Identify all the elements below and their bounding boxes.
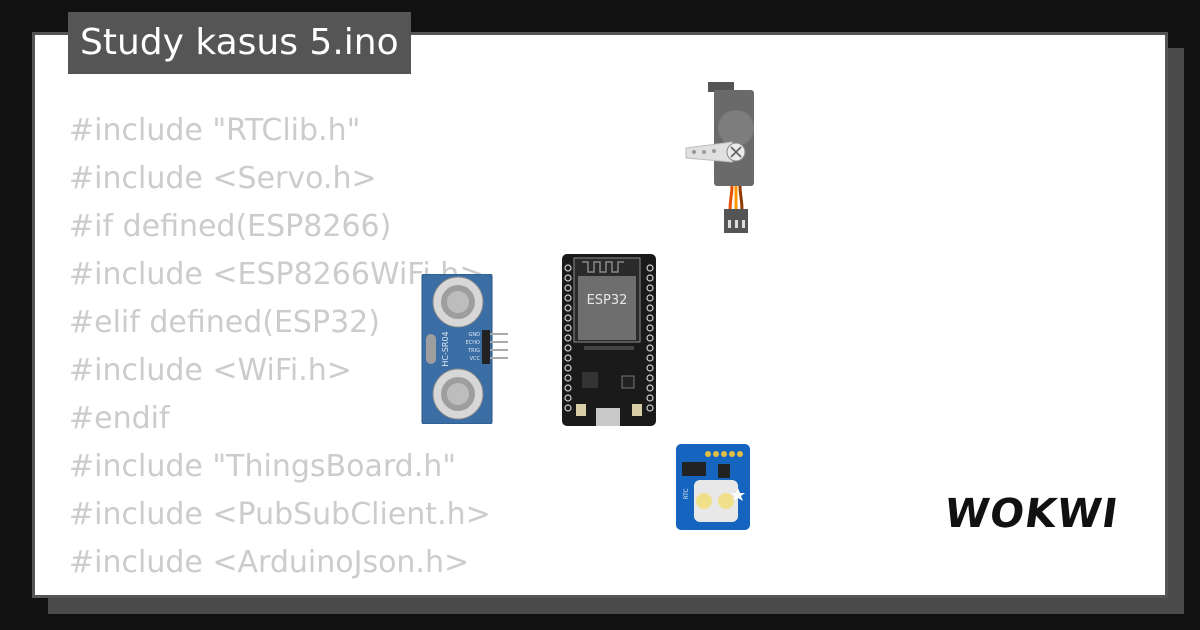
star-icon (731, 488, 745, 501)
code-line: #elif defined(ESP32) (69, 305, 380, 340)
rtc-module[interactable]: RTC (676, 444, 752, 530)
esp32-left-pins (564, 264, 572, 412)
code-line: #include <ESP8266WiFi.h> (69, 257, 485, 292)
esp32-board[interactable]: ESP32 (562, 254, 656, 428)
wokwi-logo: WOKWI (942, 490, 1124, 538)
esp32-label: ESP32 (587, 293, 628, 308)
sensor-pin-label: GND (469, 332, 481, 338)
sensor-pin-label: TRIG (467, 348, 480, 354)
code-line: #include <WiFi.h> (69, 353, 352, 388)
code-line: #include <Servo.h> (69, 161, 377, 196)
servo-motor[interactable] (680, 82, 760, 234)
code-line: #if defined(ESP8266) (69, 209, 392, 244)
esp32-right-pins (646, 264, 654, 412)
code-line: #endif (69, 401, 170, 436)
ultrasonic-sensor[interactable]: HC-SR04 GND ECHO TRIG VCC (420, 274, 510, 424)
project-title: Study kasus 5.ino (68, 12, 411, 74)
usb-port-icon (596, 408, 620, 426)
code-line: #include "RTClib.h" (69, 113, 361, 148)
code-line: #include <PubSubClient.h> (69, 497, 491, 532)
code-line: #include "ThingsBoard.h" (69, 449, 457, 484)
sensor-label: HC-SR04 (441, 331, 450, 366)
code-line: #include <ArduinoJson.h> (69, 545, 470, 580)
code-preview: #include "RTClib.h" #include <Servo.h> #… (69, 107, 491, 587)
rtc-label: RTC (683, 488, 690, 499)
sensor-pin-label: VCC (470, 356, 481, 362)
wokwi-logo-text: WOKWI (941, 491, 1122, 537)
sensor-pin-label: ECHO (466, 340, 480, 346)
